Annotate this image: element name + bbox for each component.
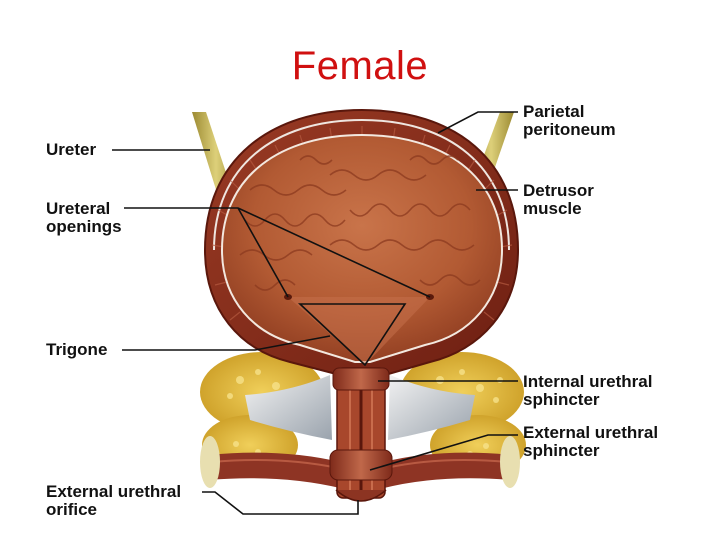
ligament <box>245 375 475 440</box>
label-parietal-peritoneum: Parietal peritoneum <box>523 102 616 139</box>
figure-title: Female <box>291 44 429 88</box>
leader-external-orifice <box>202 491 359 515</box>
pelvic-floor-muscle <box>200 436 520 488</box>
external-sphincter <box>329 449 393 481</box>
label-external-urethral-sphincter: External urethral sphincter <box>523 423 659 460</box>
leader-trigone <box>122 335 331 351</box>
leader-lines <box>112 111 518 515</box>
leader-ureteral-openings <box>124 207 431 298</box>
internal-sphincter <box>332 367 390 391</box>
label-ureter: Ureter <box>46 140 97 159</box>
leader-parietal-peritoneum <box>437 111 518 134</box>
label-ureteral-openings: Ureteral openings <box>46 199 122 236</box>
bladder-lumen <box>220 133 504 365</box>
leader-trigone-triangle <box>297 303 407 367</box>
label-internal-urethral-sphincter: Internal urethral sphincter <box>523 372 653 409</box>
leader-external-sphincter <box>369 434 518 471</box>
label-external-urethral-orifice: External urethral orifice <box>46 482 182 519</box>
label-trigone: Trigone <box>46 340 108 359</box>
label-detrusor-muscle: Detrusor muscle <box>523 181 594 218</box>
